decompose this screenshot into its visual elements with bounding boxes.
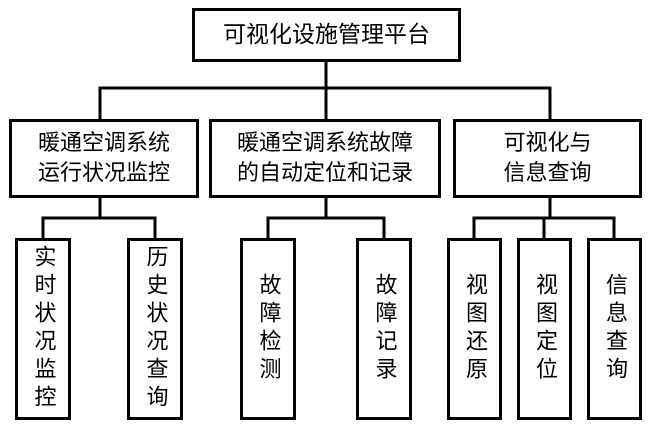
- leaf-node-history-query: 历史状况查询: [127, 238, 183, 420]
- leaf-node-label: 视图定位: [532, 273, 557, 385]
- category-node-hvac-monitoring: 暖通空调系统 运行状况监控: [9, 119, 199, 198]
- root-node-label: 可视化设施管理平台: [223, 22, 430, 48]
- category-node-label-line: 暖通空调系统: [37, 130, 170, 156]
- leaf-node-fault-detection: 故障检测: [240, 238, 296, 420]
- category-node-label-line: 可视化与: [503, 130, 592, 156]
- leaf-node-label: 历史状况查询: [142, 245, 168, 413]
- category-node-label-line: 的自动定位和记录: [236, 160, 413, 186]
- leaf-node-label: 故障检测: [255, 273, 281, 385]
- category-node-label-line: 信息查询: [503, 160, 592, 186]
- category-node-label-line: 暖通空调系统故障: [236, 130, 413, 156]
- category-node-visualization-query: 可视化与 信息查询: [453, 119, 642, 198]
- leaf-node-label: 信息查询: [602, 273, 627, 385]
- leaf-node-info-query: 信息查询: [587, 238, 642, 420]
- category-node-fault-location: 暖通空调系统故障 的自动定位和记录: [209, 119, 441, 198]
- category-node-label-line: 运行状况监控: [37, 160, 170, 186]
- leaf-node-view-restore: 视图还原: [447, 238, 502, 420]
- leaf-node-label: 视图还原: [462, 273, 487, 385]
- leaf-node-view-locate: 视图定位: [517, 238, 572, 420]
- root-node: 可视化设施管理平台: [192, 8, 461, 62]
- leaf-node-fault-record: 故障记录: [356, 238, 412, 420]
- leaf-node-label: 实时状况监控: [30, 245, 56, 413]
- leaf-node-realtime-monitoring: 实时状况监控: [15, 238, 71, 420]
- leaf-node-label: 故障记录: [371, 273, 397, 385]
